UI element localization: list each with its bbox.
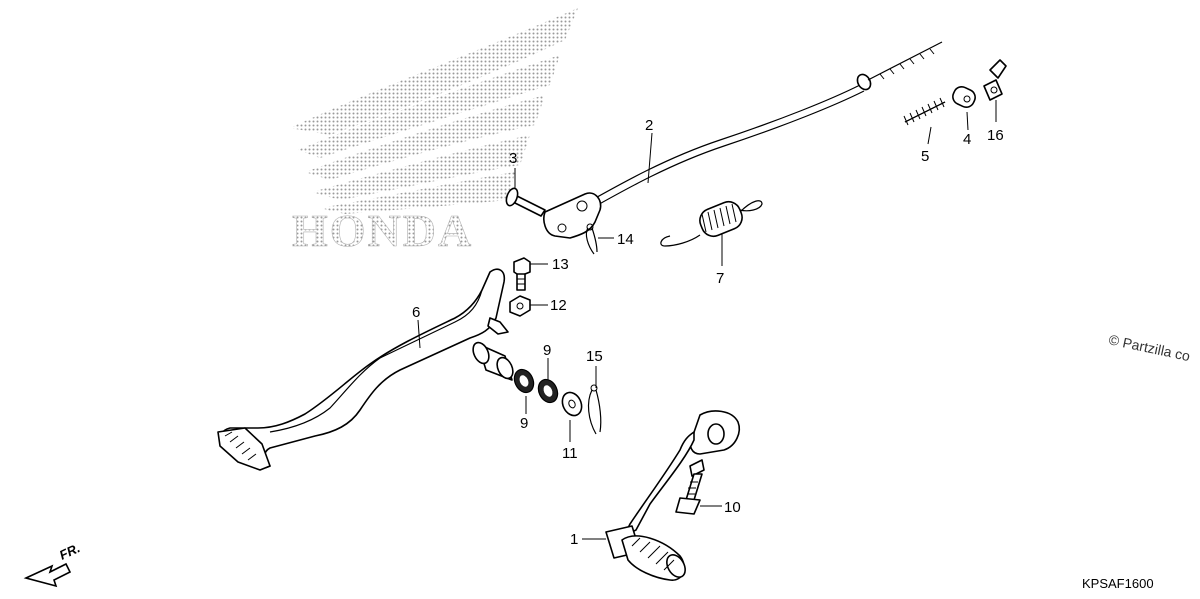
callout-9-bottom: 9 — [520, 415, 528, 432]
front-marker-label: FR. — [57, 540, 82, 562]
callout-11: 13 — [552, 256, 569, 273]
washer — [561, 391, 583, 417]
callout-16: 16 — [987, 127, 1004, 144]
adjusting-nut — [983, 59, 1007, 101]
pedal-pivot-boss — [472, 341, 514, 381]
callout-12: 12 — [550, 297, 567, 314]
front-direction-arrow: FR. — [23, 540, 82, 588]
callout-7: 7 — [716, 270, 724, 287]
gearshift-pedal — [605, 410, 740, 581]
bolt-10 — [675, 459, 705, 515]
brake-cable — [543, 41, 943, 239]
callout-1: 1 — [570, 531, 578, 548]
honda-logo-text: HONDA — [292, 205, 473, 256]
callout-14: 14 — [617, 231, 634, 248]
callout-4: 4 — [963, 131, 971, 148]
callout-15: 15 — [586, 348, 603, 365]
cotter-pin-small — [585, 223, 598, 255]
return-spring — [660, 200, 763, 247]
honda-wing-logo: HONDA — [290, 8, 578, 256]
nut-12 — [509, 295, 531, 317]
oil-seal-right — [537, 378, 559, 404]
callout-3: 3 — [509, 150, 517, 167]
callout-5: 5 — [921, 148, 929, 165]
oil-seal-left — [513, 368, 535, 394]
callout-2: 2 — [645, 117, 653, 134]
cotter-pin-large — [587, 384, 602, 435]
leader-lines — [417, 100, 997, 540]
brake-pedal — [217, 268, 509, 471]
callout-6: 6 — [412, 304, 420, 321]
adjuster-spring — [903, 97, 946, 126]
bolt-11 — [513, 257, 531, 291]
partzilla-watermark: © Partzilla co — [1107, 331, 1191, 364]
diagram-code: KPSAF1600 — [1082, 576, 1154, 591]
pin-bolt — [505, 187, 546, 217]
callout-9-top: 9 — [543, 342, 551, 359]
callout-10: 10 — [724, 499, 741, 516]
callout-13: 11 — [562, 445, 578, 462]
brake-rod-joint — [952, 86, 976, 108]
callout-labels: 2 3 4 5 16 14 7 13 12 6 9 9 11 15 10 1 — [412, 117, 1004, 548]
